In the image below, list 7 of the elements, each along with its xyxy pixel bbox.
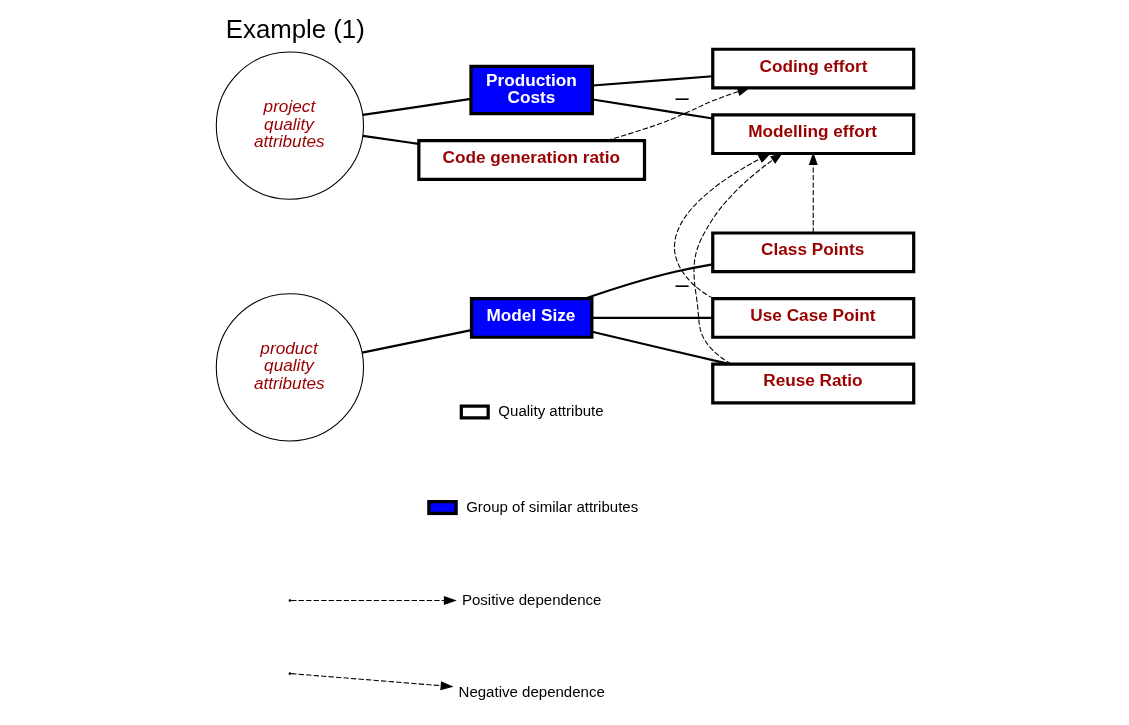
edge-label: –: [675, 270, 689, 297]
legend-label: Positive dependence: [461, 590, 601, 608]
edge-label: –: [675, 83, 689, 110]
diagram-title: Example (1): [225, 14, 365, 43]
legend-label: Negative dependence: [458, 682, 605, 700]
legend-label: Quality attribute: [497, 401, 604, 419]
legend-label: Group of similar attributes: [465, 497, 638, 515]
